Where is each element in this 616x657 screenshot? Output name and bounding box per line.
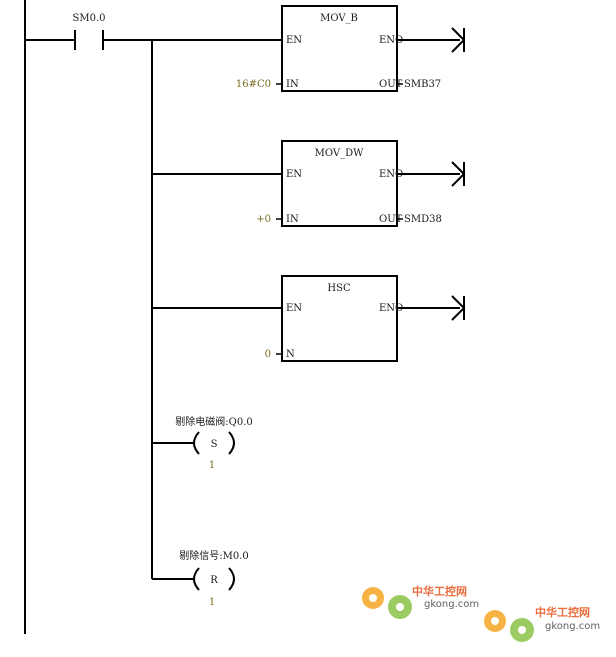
watermark-logo: 中华工控网 gkong.com bbox=[484, 605, 600, 642]
coil-count: 1 bbox=[209, 460, 215, 471]
box-mov-b[interactable]: MOV_B EN ENO IN OUT 16#C0 SMB37 bbox=[152, 5, 466, 92]
box-title: HSC bbox=[327, 283, 351, 294]
box-title: MOV_DW bbox=[315, 148, 365, 159]
n-pin: N bbox=[286, 349, 295, 360]
contact-label: SM0.0 bbox=[73, 13, 106, 24]
box-mov-dw[interactable]: MOV_DW EN ENO IN OUT +0 SMD38 bbox=[152, 140, 466, 227]
in-value: 16#C0 bbox=[236, 79, 271, 90]
contact-sm0-0[interactable]: SM0.0 bbox=[25, 13, 152, 50]
eno-pin: ENO bbox=[379, 169, 403, 180]
en-pin: EN bbox=[286, 169, 302, 180]
svg-text:中华工控网: 中华工控网 bbox=[412, 584, 467, 598]
in-value: +0 bbox=[256, 214, 271, 225]
out-pin: OUT bbox=[379, 214, 403, 225]
n-value: 0 bbox=[265, 349, 271, 360]
en-pin: EN bbox=[286, 35, 302, 46]
coil-count: 1 bbox=[209, 597, 215, 608]
svg-text:中华工控网: 中华工控网 bbox=[535, 605, 590, 619]
coil-symbol: S bbox=[211, 439, 218, 450]
out-pin: OUT bbox=[379, 79, 403, 90]
out-value: SMB37 bbox=[404, 79, 441, 90]
svg-text:gkong.com: gkong.com bbox=[545, 621, 600, 632]
in-pin: IN bbox=[286, 79, 299, 90]
coil-symbol: R bbox=[210, 575, 218, 586]
in-pin: IN bbox=[286, 214, 299, 225]
box-hsc[interactable]: HSC EN ENO N 0 bbox=[152, 275, 466, 362]
coil-set[interactable]: S 剔除电磁阀:Q0.0 1 bbox=[152, 415, 253, 471]
coil-reset[interactable]: R 剔除信号:M0.0 1 bbox=[152, 549, 249, 608]
eno-pin: ENO bbox=[379, 303, 403, 314]
coil-label: 剔除电磁阀:Q0.0 bbox=[175, 415, 252, 428]
watermark-logo: 中华工控网 gkong.com bbox=[362, 584, 479, 619]
out-value: SMD38 bbox=[404, 214, 442, 225]
box-title: MOV_B bbox=[320, 13, 358, 24]
en-pin: EN bbox=[286, 303, 302, 314]
svg-text:gkong.com: gkong.com bbox=[424, 599, 479, 610]
eno-pin: ENO bbox=[379, 35, 403, 46]
coil-label: 剔除信号:M0.0 bbox=[179, 549, 249, 562]
